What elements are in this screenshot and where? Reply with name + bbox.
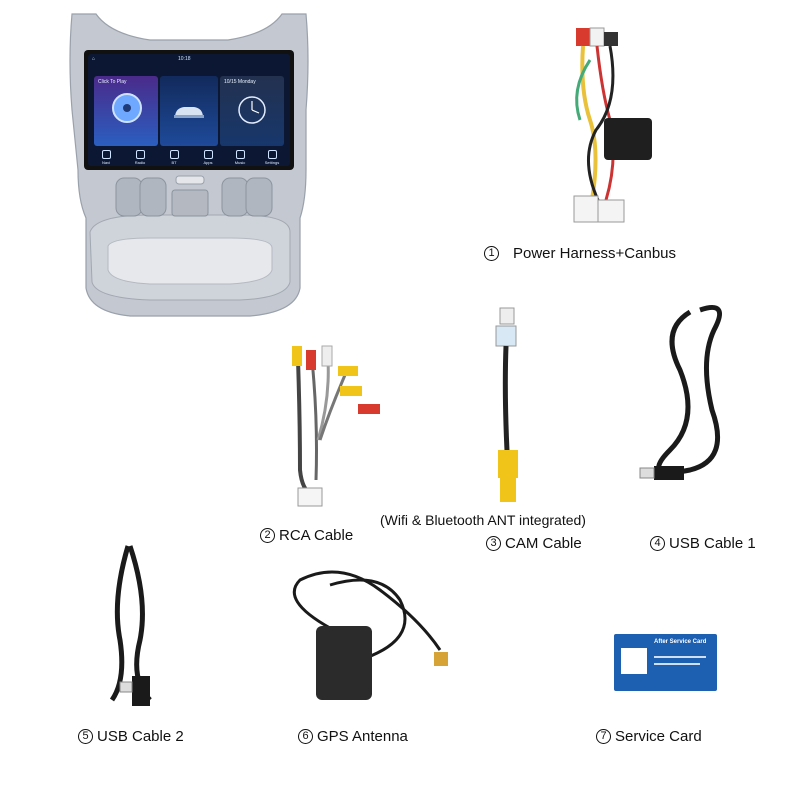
dock-navi[interactable]: Navi: [94, 150, 118, 165]
home-icon: ⌂: [92, 56, 96, 62]
dock-apps[interactable]: Apps: [196, 150, 220, 165]
status-bar: ⌂ 10:18: [88, 54, 290, 64]
label-rca-cable: 2 RCA Cable: [260, 527, 353, 544]
card-line: [654, 663, 700, 665]
card-line: [654, 656, 706, 658]
clock: 10:18: [178, 56, 191, 62]
label-service-card: 7 Service Card: [596, 728, 702, 745]
label-usb-cable-2: 5 USB Cable 2: [78, 728, 184, 745]
service-card-image: After Service Card: [614, 634, 717, 691]
car-icon: [174, 107, 204, 118]
dock-radio[interactable]: Radio: [128, 150, 152, 165]
date-text: 10/15 Monday: [224, 79, 256, 85]
analog-clock-icon: [238, 96, 266, 124]
wifi-bluetooth-note: (Wifi & Bluetooth ANT integrated): [380, 512, 586, 528]
cam-cable-image: [495, 307, 518, 502]
label-power-harness: 1 Power Harness+Canbus: [484, 245, 676, 262]
usb-cable-1-image: [639, 305, 723, 480]
player-title: Click To Play: [98, 79, 127, 85]
service-card-title: After Service Card: [654, 639, 707, 645]
app-dock: Navi Radio BT Apps Music Settings: [88, 149, 290, 166]
rca-cable-image: [292, 345, 380, 507]
dock-settings[interactable]: Settings: [260, 150, 284, 165]
music-widget[interactable]: Click To Play: [94, 76, 158, 146]
label-usb-cable-1: 4 USB Cable 1: [650, 535, 756, 552]
qr-code-icon: [621, 648, 647, 674]
album-icon: [112, 93, 142, 123]
dock-music[interactable]: Music: [228, 150, 252, 165]
dock-bt[interactable]: BT: [162, 150, 186, 165]
head-unit-screen: ⌂ 10:18 Click To Play 10/15 Monday: [88, 54, 290, 166]
clock-widget: 10/15 Monday: [220, 76, 284, 146]
usb-cable-2-image: [109, 545, 152, 706]
car-widget: [160, 76, 218, 146]
label-gps-antenna: 6 GPS Antenna: [298, 728, 408, 745]
power-harness-image: [573, 27, 652, 223]
gps-antenna-image: [292, 570, 448, 700]
label-cam-cable: 3 CAM Cable: [486, 535, 582, 552]
